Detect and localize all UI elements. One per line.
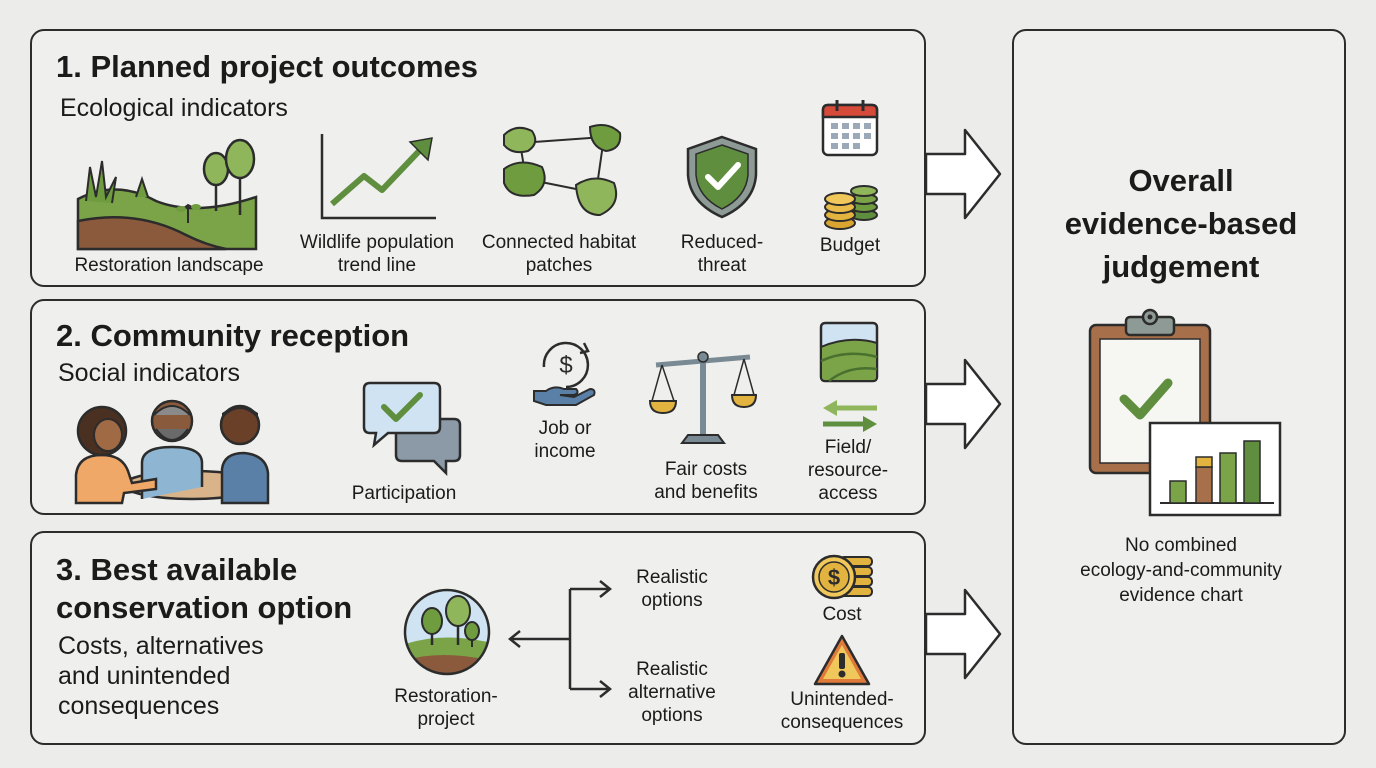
- label-unintended-consequences: Unintended-consequences: [780, 689, 904, 733]
- habitat-patches-icon: [503, 124, 622, 217]
- branching-arrows: [507, 580, 613, 698]
- balance-scale-icon: [648, 351, 758, 444]
- chat-check-icon: [362, 381, 462, 477]
- gold-coin-icon: $: [811, 554, 873, 600]
- restoration-landscape-icon: [76, 138, 258, 251]
- conservation-option-panel: 3. Best available conservation option Co…: [30, 531, 926, 745]
- exchange-arrows-icon: [823, 400, 877, 432]
- judgement-panel: Overall evidence-based judgement No comb…: [1012, 29, 1346, 745]
- panel-subtitle: Costs, alternatives and unintended conse…: [58, 632, 264, 720]
- label-cost: Cost: [822, 604, 862, 625]
- hand-dollar-icon: $: [533, 341, 596, 406]
- ecology-panel: 1. Planned project outcomes Ecological i…: [30, 29, 926, 287]
- panel-title: 1. Planned project outcomes: [56, 49, 479, 84]
- arrow-right-icon: [924, 128, 1002, 220]
- restoration-project-icon: [403, 588, 491, 676]
- coin-stack-icon: [824, 185, 878, 230]
- svg-text:$: $: [828, 565, 840, 590]
- warning-icon: [813, 634, 871, 686]
- arrow-right-icon: [924, 588, 1002, 680]
- panel-title: 2. Community reception: [56, 318, 410, 353]
- panel-subtitle: Social indicators: [58, 359, 241, 387]
- panel-title: 3. Best available conservation option: [56, 552, 353, 625]
- clipboard-check-icon: [1088, 308, 1282, 517]
- community-panel: 2. Community reception Social indicators…: [30, 299, 926, 515]
- judgement-title: Overall evidence-based judgement: [1064, 163, 1298, 284]
- judgement-note: No combined ecology-and-community eviden…: [1080, 535, 1282, 606]
- field-landscape-icon: [819, 321, 879, 383]
- svg-text:$: $: [559, 352, 572, 379]
- label-restoration-project: Restoration-project: [394, 686, 498, 730]
- panel-subtitle: Ecological indicators: [60, 94, 288, 122]
- label-participation: Participation: [351, 483, 457, 504]
- trend-line-icon: [320, 134, 436, 220]
- calendar-icon: [821, 100, 879, 157]
- shield-check-icon: [686, 135, 758, 219]
- label-field-access: Field/resource-access: [807, 437, 889, 504]
- label-reduced-threat: Reduced-threat: [680, 232, 764, 276]
- arrow-right-icon: [924, 358, 1002, 450]
- label-budget: Budget: [819, 235, 881, 256]
- people-group-icon: [74, 399, 270, 505]
- label-restoration-landscape: Restoration landscape: [74, 255, 264, 276]
